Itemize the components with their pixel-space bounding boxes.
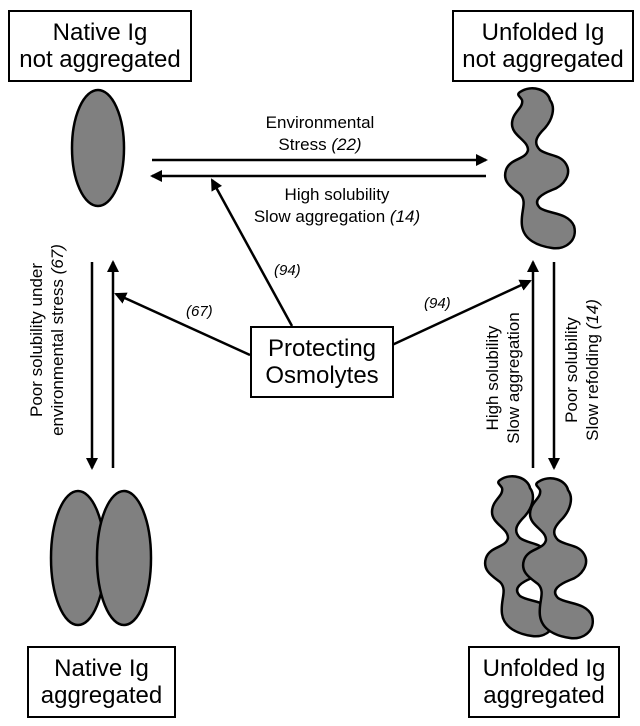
box-label-line1: Unfolded Ig [482,655,606,682]
box-label-line1: Protecting [267,335,377,362]
label-high-solubility-slow-aggregation-vertical: High solubility Slow aggregation [483,312,523,444]
box-label-line2: not aggregated [462,46,624,73]
box-native-not-aggregated: Native Ig not aggregated [8,10,192,82]
arrow-osmolytes-to-native [114,292,251,357]
box-label-line2: not aggregated [19,46,181,73]
native-ig-monomer-shape [70,88,126,208]
unfolded-ig-monomer-shape [503,87,577,250]
label-line1: High solubility [284,185,390,204]
box-label-line2: aggregated [40,682,163,709]
ref-osmolytes-to-native: (67) [186,303,213,320]
ref-osmolytes-to-unfolded: (94) [424,295,451,312]
box-label-line1: Native Ig [52,19,148,46]
box-unfolded-aggregated: Unfolded Ig aggregated [468,646,620,718]
label-poor-solubility-environmental-stress: Poor solubility under environmental stre… [27,244,67,436]
arrow-osmolytes-to-unfolded [391,279,532,347]
unfolded-ig-aggregate-shape-front [521,477,595,640]
box-unfolded-not-aggregated: Unfolded Ig not aggregated [452,10,634,82]
box-label-line2: Osmolytes [265,362,379,389]
box-protecting-osmolytes: Protecting Osmolytes [250,326,394,398]
box-label-line2: aggregated [483,682,605,709]
box-label-line1: Unfolded Ig [481,19,605,46]
label-line1: Environmental [265,113,375,132]
arrow-osmolytes-to-refolding [210,178,294,327]
label-high-solubility-slow-aggregation: High solubility Slow aggregation (14) [222,184,452,228]
label-line2: Stress (22) [278,135,362,154]
label-line2: Slow aggregation (14) [253,207,421,226]
label-poor-solubility-slow-refolding: Poor solubility Slow refolding (14) [562,299,602,441]
box-native-aggregated: Native Ig aggregated [27,646,176,718]
ref-osmolytes-to-refolding: (94) [274,262,301,279]
box-label-line1: Native Ig [54,655,149,682]
label-environmental-stress: Environmental Stress (22) [220,112,420,156]
native-ig-aggregate-shape-right [95,489,153,627]
